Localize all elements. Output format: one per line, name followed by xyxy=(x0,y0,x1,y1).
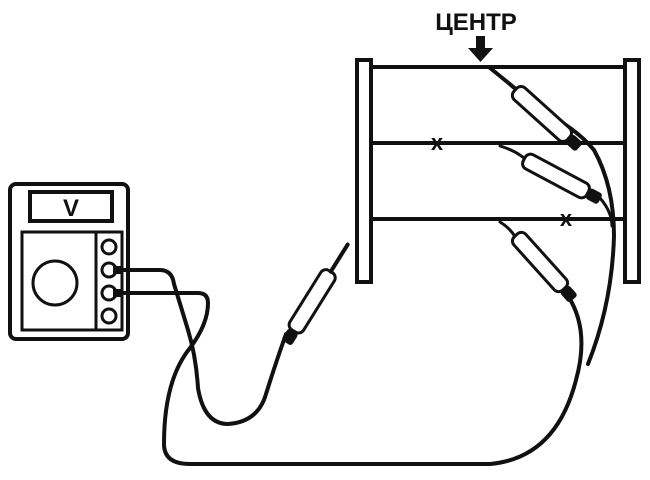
cable-right-probe xyxy=(115,291,584,466)
center-label: ЦЕНТР xyxy=(435,9,517,36)
center-arrow-icon xyxy=(468,36,493,62)
plug-jack-3 xyxy=(113,289,123,297)
probe-middle-wire[interactable] xyxy=(520,152,603,207)
meter-display-text: V xyxy=(63,195,79,222)
meter-display xyxy=(28,190,114,223)
jack-4[interactable] xyxy=(100,307,118,325)
multimeter: V xyxy=(8,182,130,341)
meter-dial-icon xyxy=(31,259,79,307)
frame-left-post xyxy=(355,58,373,284)
probe-top-wire[interactable] xyxy=(510,84,585,153)
coil-frame: x x xyxy=(355,58,641,284)
cable-left-probe xyxy=(115,268,288,426)
plug-jack-2 xyxy=(113,266,123,274)
wire-lower-mark: x xyxy=(560,206,573,231)
wire-middle-mark: x xyxy=(431,130,444,155)
jack-1[interactable] xyxy=(100,238,118,256)
probe-lower-wire[interactable] xyxy=(510,230,579,305)
probe-left[interactable] xyxy=(279,240,354,347)
frame-right-post xyxy=(623,58,641,284)
